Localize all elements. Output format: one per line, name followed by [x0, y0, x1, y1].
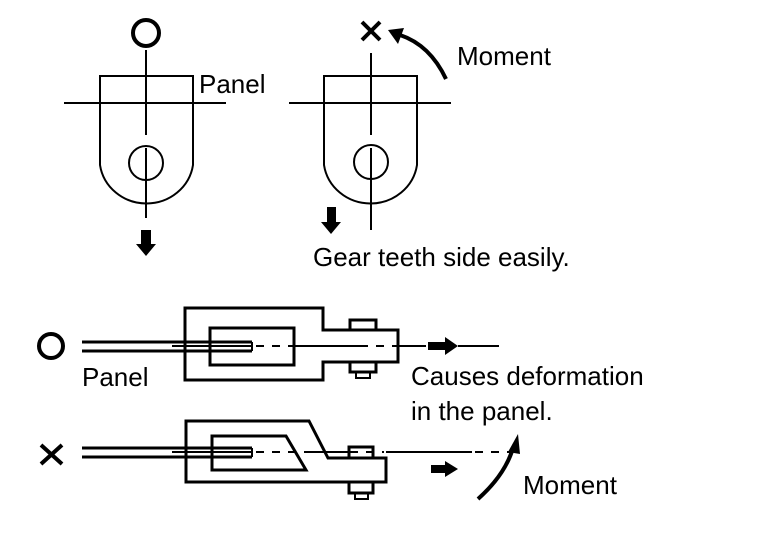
bolt-nut — [347, 480, 375, 495]
caption-line-1: Causes deformation — [411, 361, 644, 391]
moment-arrowhead-icon — [508, 434, 520, 454]
pin-hole — [128, 145, 164, 181]
bracket-inner — [210, 434, 309, 472]
moment-label: Moment — [523, 470, 618, 500]
moment-arrow-curve — [399, 33, 448, 80]
right-arrow-icon — [431, 461, 458, 477]
bracket-outer — [183, 306, 400, 382]
circle-icon — [131, 18, 161, 48]
down-arrow-icon — [321, 207, 341, 234]
panel-label: Panel — [199, 69, 266, 99]
moment-arrowhead-icon — [388, 28, 404, 44]
bracket-outline — [323, 75, 418, 205]
caption-line-2: in the panel. — [411, 396, 553, 426]
pin-hole — [353, 144, 389, 180]
caption: Gear teeth side easily. — [313, 242, 570, 272]
right-arrow-icon — [428, 337, 458, 355]
bracket-outline — [99, 75, 194, 205]
cross-icon — [360, 20, 382, 42]
bottom-upper-figure: Panel Causes deformation in the panel. — [37, 306, 644, 426]
panel-label: Panel — [82, 362, 149, 392]
moment-label: Moment — [457, 41, 552, 71]
top-left-figure: Panel — [64, 18, 266, 256]
down-arrow-icon — [136, 230, 156, 256]
circle-icon — [37, 332, 65, 360]
bottom-lower-figure: Moment — [39, 419, 618, 501]
bracket-outer — [184, 419, 388, 484]
moment-arrow-curve — [476, 447, 515, 501]
bolt-head — [348, 318, 378, 332]
cross-icon — [39, 443, 64, 466]
bolt-tip — [355, 371, 371, 379]
bolt-tip — [354, 492, 369, 500]
top-right-figure: Moment Gear teeth side easily. — [289, 20, 570, 272]
bolt-nut — [348, 360, 378, 374]
